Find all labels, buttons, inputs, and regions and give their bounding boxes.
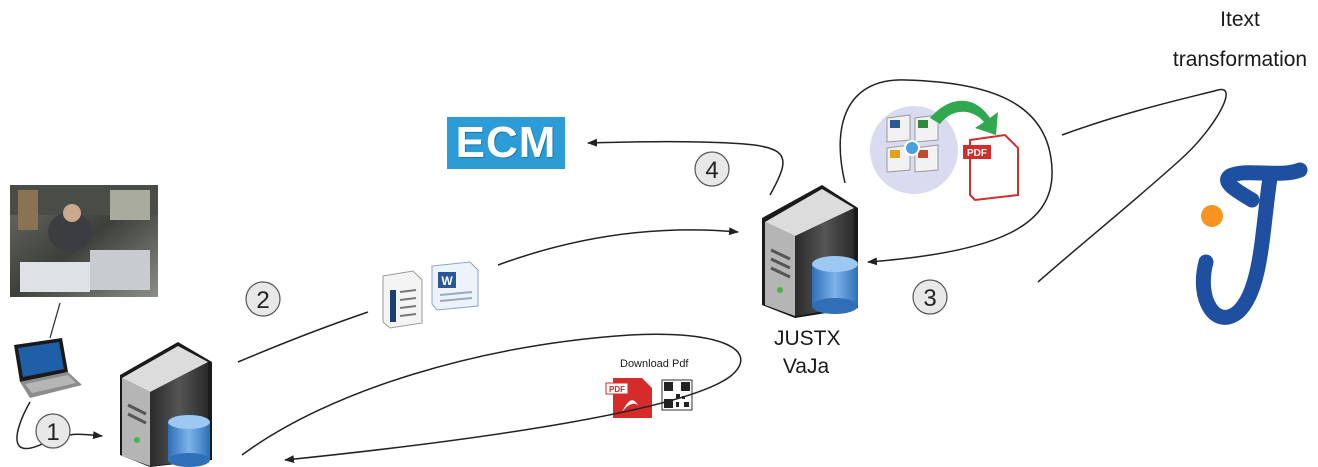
word-document-icon: W xyxy=(431,261,479,311)
step-3-marker: 3 xyxy=(912,279,948,315)
arrow-step-3 xyxy=(839,79,1053,266)
step-3-label: 3 xyxy=(923,285,936,312)
server-label-line1: JUSTX xyxy=(774,327,841,350)
step-2-marker: 2 xyxy=(245,281,281,317)
ecm-logo-text: ECM xyxy=(455,118,557,167)
transformation-label-line2: transformation xyxy=(1172,48,1308,71)
photo-connector-line xyxy=(49,302,61,339)
transformation-connector xyxy=(1037,88,1227,283)
conversion-icon: PDF xyxy=(870,100,1019,202)
step-1-marker: 1 xyxy=(35,413,71,449)
download-pdf-label: Download Pdf xyxy=(620,358,689,370)
server-label-line2: VaJa xyxy=(782,355,830,378)
qr-code-icon xyxy=(661,379,693,411)
transformation-label-line1: Itext xyxy=(1220,8,1260,31)
arrow-step-2 xyxy=(497,227,739,266)
step-2-label: 2 xyxy=(256,287,269,314)
itext-logo-icon xyxy=(1195,162,1308,325)
document-icon xyxy=(382,270,423,329)
arrow-step-4 xyxy=(587,138,784,196)
laptop-icon xyxy=(14,338,82,398)
pdf-download-icon: PDF xyxy=(605,378,652,418)
pdf-badge-text: PDF xyxy=(967,148,987,159)
svg-text:W: W xyxy=(441,274,453,288)
justx-server-icon xyxy=(762,185,858,318)
step-4-label: 4 xyxy=(705,157,718,184)
step-4-marker: 4 xyxy=(694,151,730,187)
office-photo xyxy=(10,185,158,297)
svg-text:PDF: PDF xyxy=(609,385,625,394)
connector-server-to-docs xyxy=(237,311,369,363)
ecm-logo: ECM xyxy=(447,117,565,169)
local-server-icon xyxy=(120,342,212,467)
step-1-label: 1 xyxy=(46,419,59,446)
arrow-download-return xyxy=(241,333,742,464)
